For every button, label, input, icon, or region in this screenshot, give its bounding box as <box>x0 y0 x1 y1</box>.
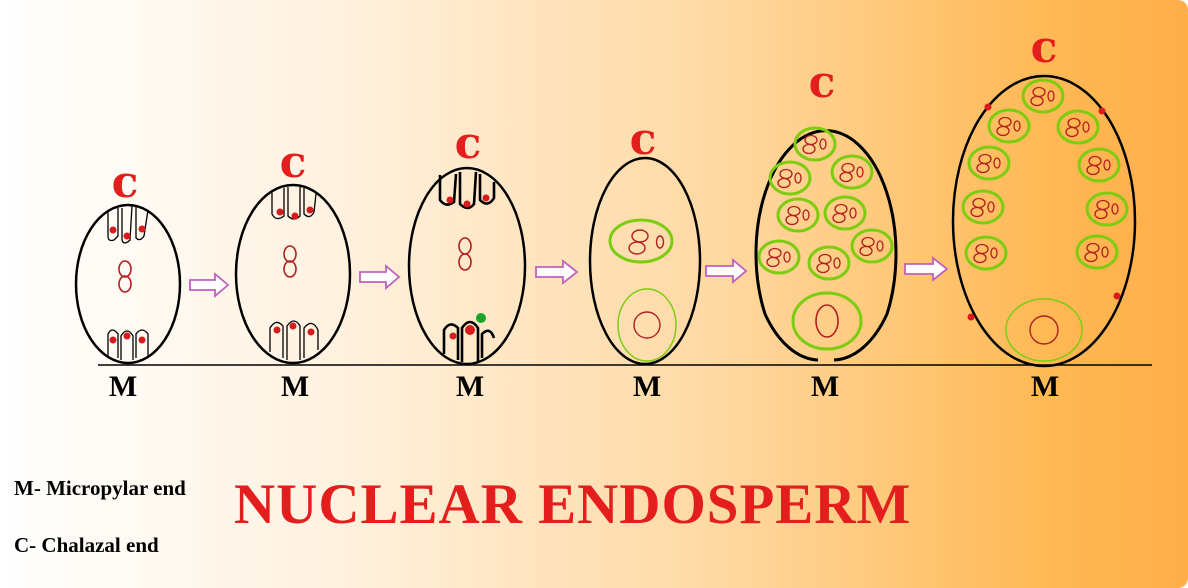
wall-dots <box>967 103 1121 321</box>
arrows <box>189 256 949 298</box>
free-nucleus <box>850 228 894 264</box>
free-nuclei <box>757 126 894 281</box>
central-cell <box>1005 298 1083 362</box>
diagram-title: NUCLEAR ENDOSPERM <box>234 473 912 536</box>
micropylar-label: M <box>633 370 661 403</box>
free-nucleus <box>967 145 1011 181</box>
chalazal-label: c <box>455 118 482 169</box>
free-nucleus <box>964 235 1008 271</box>
egg-apparatus-cells <box>107 329 149 360</box>
free-nucleus <box>776 197 820 233</box>
free-nucleus <box>793 126 837 162</box>
arrow-icon <box>189 272 230 298</box>
free-nucleus <box>1021 78 1065 114</box>
chalazal-label: c <box>280 137 307 188</box>
free-nucleus <box>987 108 1031 144</box>
free-nucleus <box>757 239 801 275</box>
legend-micropylar: M- Micropylar end <box>14 476 186 500</box>
free-nuclei <box>608 218 674 264</box>
secondary-nucleus <box>283 245 297 278</box>
embryo-sac-outline <box>407 166 527 366</box>
central-cell <box>791 291 863 351</box>
embryo-sac-outline <box>951 74 1137 368</box>
arrow-icon <box>705 258 748 284</box>
embryo-sac-outline <box>588 156 702 366</box>
embryo-sac-outline <box>234 183 352 365</box>
egg-apparatus-cells <box>269 320 319 360</box>
arrow-icon <box>535 259 579 285</box>
chalazal-antipodal-cells <box>438 171 496 210</box>
free-nucleus <box>1056 109 1100 145</box>
free-nucleus <box>1085 191 1129 227</box>
chalazal-label: c <box>809 57 836 108</box>
legend-chalazal: C- Chalazal end <box>14 533 159 557</box>
embryo-sac-outline <box>74 203 182 365</box>
free-nuclei <box>961 78 1129 271</box>
micropylar-label: M <box>1031 370 1059 403</box>
arrow-icon <box>359 264 401 290</box>
chalazal-label: c <box>630 114 657 165</box>
chalazal-antipodal-cells <box>271 187 317 220</box>
arrow-icon <box>904 256 949 282</box>
top-labels: c c c c c c <box>112 22 1058 208</box>
stage-4 <box>588 156 702 366</box>
stage-6 <box>951 74 1137 368</box>
free-nucleus <box>830 154 874 190</box>
micropylar-label: M <box>109 370 137 403</box>
stage-1 <box>74 203 182 365</box>
bottom-labels: M M M M M M <box>109 370 1059 403</box>
micropylar-label: M <box>281 370 309 403</box>
free-nucleus <box>768 160 812 196</box>
free-nucleus <box>823 195 867 231</box>
secondary-nucleus <box>458 237 472 271</box>
stage-5 <box>754 126 898 362</box>
egg-apparatus-cells <box>442 320 496 362</box>
free-nucleus <box>1075 234 1119 270</box>
stage-2 <box>234 183 352 365</box>
chalazal-antipodal-cells <box>107 205 149 244</box>
chalazal-label: c <box>112 157 139 208</box>
secondary-nucleus <box>118 260 132 293</box>
micropylar-label: M <box>811 370 839 403</box>
micropylar-label: M <box>456 370 484 403</box>
zygote-dot <box>476 313 486 323</box>
free-nucleus <box>961 189 1005 225</box>
chalazal-label: c <box>1031 22 1058 73</box>
central-cell <box>617 288 677 362</box>
stage-3 <box>407 166 527 366</box>
free-nucleus <box>807 245 851 281</box>
free-nucleus <box>1077 147 1121 183</box>
